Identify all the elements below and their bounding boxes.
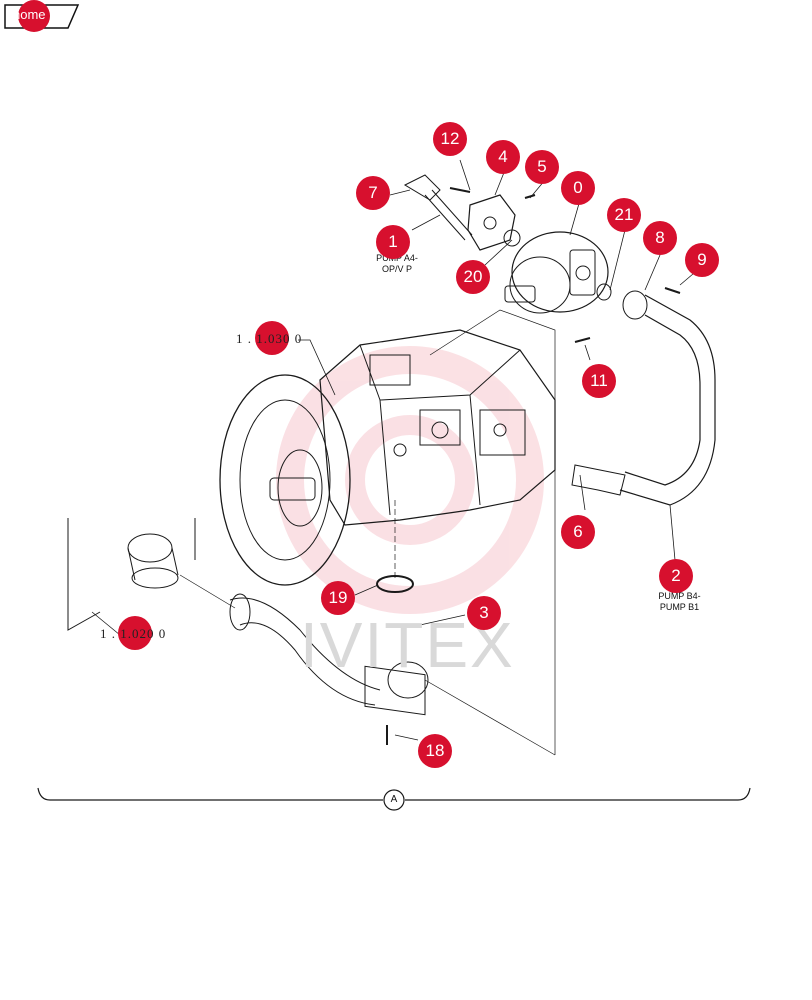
callout-7[interactable]: 7 — [356, 176, 390, 210]
callout-18[interactable]: 18 — [418, 734, 452, 768]
main-pump-assembly — [219, 329, 556, 586]
gear-pump — [504, 231, 609, 314]
pump-a4-line2: OP/V P — [381, 264, 412, 274]
callout-8[interactable]: 8 — [643, 221, 677, 255]
pump-b4-line2: PUMP B1 — [659, 602, 700, 612]
pump-b4-line1: PUMP B4- — [658, 591, 701, 601]
callout-11[interactable]: 11 — [582, 364, 616, 398]
callout-5[interactable]: 5 — [525, 150, 559, 184]
callout-0[interactable]: 0 — [561, 171, 595, 205]
callout-4[interactable]: 4 — [486, 140, 520, 174]
callout-9[interactable]: 9 — [685, 243, 719, 277]
valve-block — [467, 194, 516, 251]
section-marker: A — [390, 794, 398, 805]
watermark-gear-icon — [276, 346, 544, 614]
callout-19[interactable]: 19 — [321, 581, 355, 615]
ref-dot-upper[interactable] — [255, 321, 289, 355]
pump-b4-label: PUMP B4- PUMP B1 — [652, 591, 707, 613]
ref-dot-lower[interactable] — [118, 616, 152, 650]
reference-lower[interactable]: 1 . 1.020 0 — [100, 626, 167, 641]
filter-cap — [127, 533, 179, 589]
callout-1[interactable]: 1 — [376, 225, 410, 259]
callout-2[interactable]: 2 — [659, 559, 693, 593]
callout-21[interactable]: 21 — [607, 198, 641, 232]
callout-3[interactable]: 3 — [467, 596, 501, 630]
suction-pipe — [229, 593, 429, 716]
reference-upper[interactable]: 1 . 1.030 0 — [236, 331, 303, 346]
callout-12[interactable]: 12 — [433, 122, 467, 156]
callout-6[interactable]: 6 — [561, 515, 595, 549]
callout-20[interactable]: 20 — [456, 260, 490, 294]
home-tab-shape — [4, 0, 80, 32]
hose-assembly — [571, 290, 716, 506]
home-button[interactable]: home — [0, 0, 80, 34]
sensor — [403, 174, 473, 241]
home-label: home — [13, 7, 46, 22]
